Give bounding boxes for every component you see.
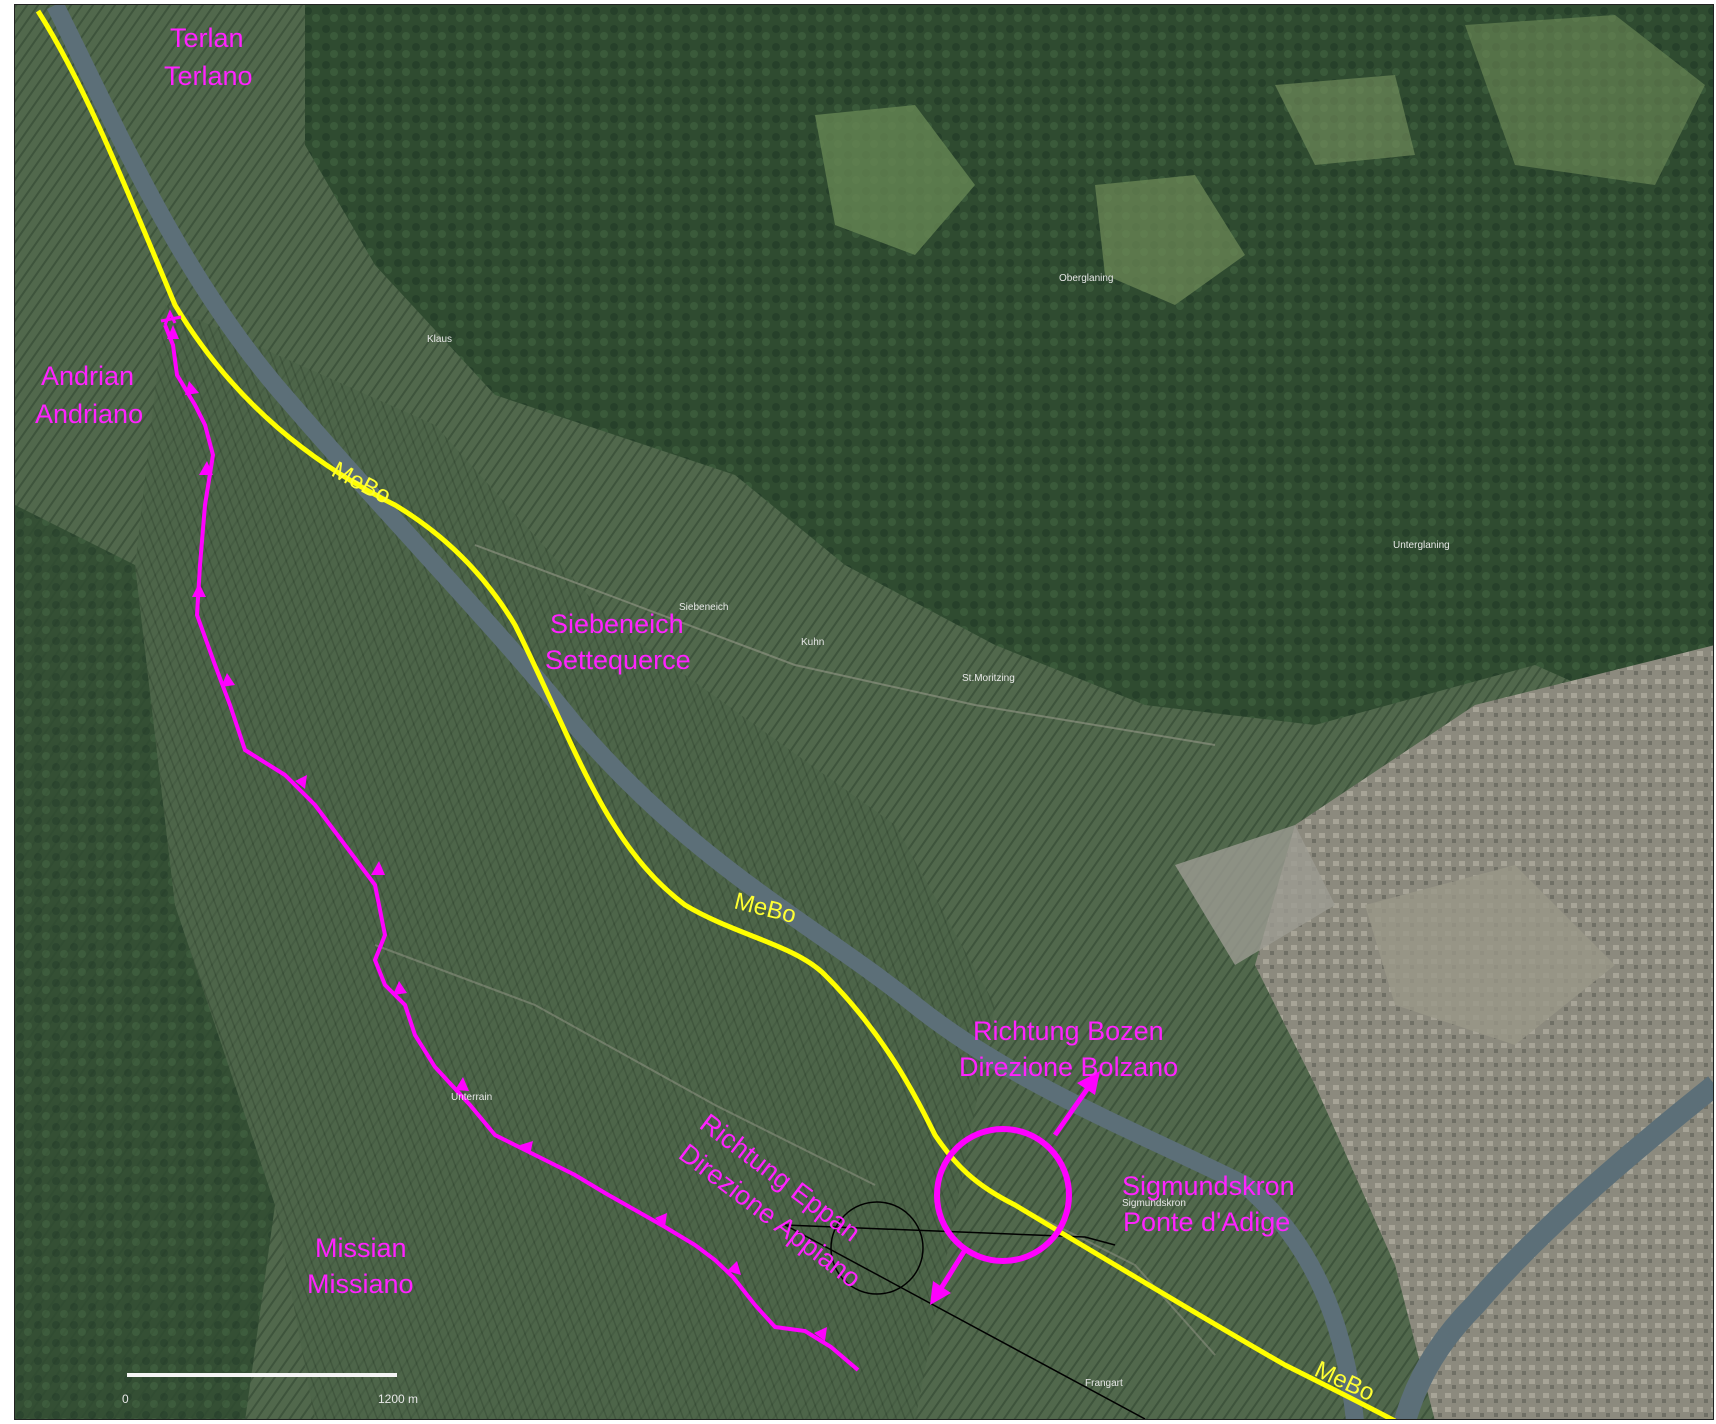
junction-marker[interactable] [930, 1071, 1100, 1305]
siebeneich-label-it: Settequerce [545, 645, 691, 675]
oberglaning-label: Oberglaning [1059, 273, 1113, 284]
missian-label-it: Missiano [307, 1269, 414, 1299]
sigmundskron-small-label: Sigmundskron [1122, 1198, 1186, 1209]
detail-circle [830, 1201, 924, 1295]
scale-start-label: 0 [122, 1392, 129, 1406]
st-moritzing-label: St.Moritzing [962, 673, 1015, 684]
scale-end-label: 1200 m [378, 1392, 418, 1406]
siebeneich-small-label: Siebeneich [679, 602, 728, 613]
boundary-lines [784, 1201, 1146, 1419]
siebeneich-label-de: Siebeneich [550, 609, 684, 639]
terlan-label-it: Terlano [164, 61, 253, 91]
terlan-label-de: Terlan [170, 23, 244, 53]
andrian-label-it: Andriano [35, 399, 143, 429]
unterrain-label: Unterrain [451, 1092, 492, 1103]
sigmundskron-label-de: Sigmundskron [1122, 1171, 1295, 1201]
sigmundskron-label-it: Ponte d'Adige [1123, 1207, 1290, 1237]
arrow-eppan-icon [930, 1281, 951, 1305]
andrian-label-de: Andrian [41, 361, 134, 391]
map-frame[interactable]: Terlan Terlano Andrian Andriano Siebenei… [14, 4, 1714, 1420]
klaus-label: Klaus [427, 334, 452, 345]
aerial-map[interactable]: Terlan Terlano Andrian Andriano Siebenei… [15, 5, 1714, 1420]
direction-bozen-it: Direzione Bolzano [959, 1052, 1178, 1082]
small-labels: Oberglaning Unterglaning Klaus Siebeneic… [427, 273, 1450, 1389]
frangart-label: Frangart [1085, 1378, 1123, 1389]
scale-bar: 0 1200 m [122, 1373, 418, 1406]
unterglaning-label: Unterglaning [1393, 540, 1450, 551]
direction-bozen-de: Richtung Bozen [973, 1016, 1164, 1046]
missian-label-de: Missian [315, 1233, 407, 1263]
arrow-bozen-icon [1077, 1071, 1100, 1095]
terrain [15, 5, 1713, 1419]
local-route[interactable] [160, 309, 860, 1372]
mebo-route[interactable] [35, 9, 1397, 1420]
kuhn-label: Kuhn [801, 637, 824, 648]
